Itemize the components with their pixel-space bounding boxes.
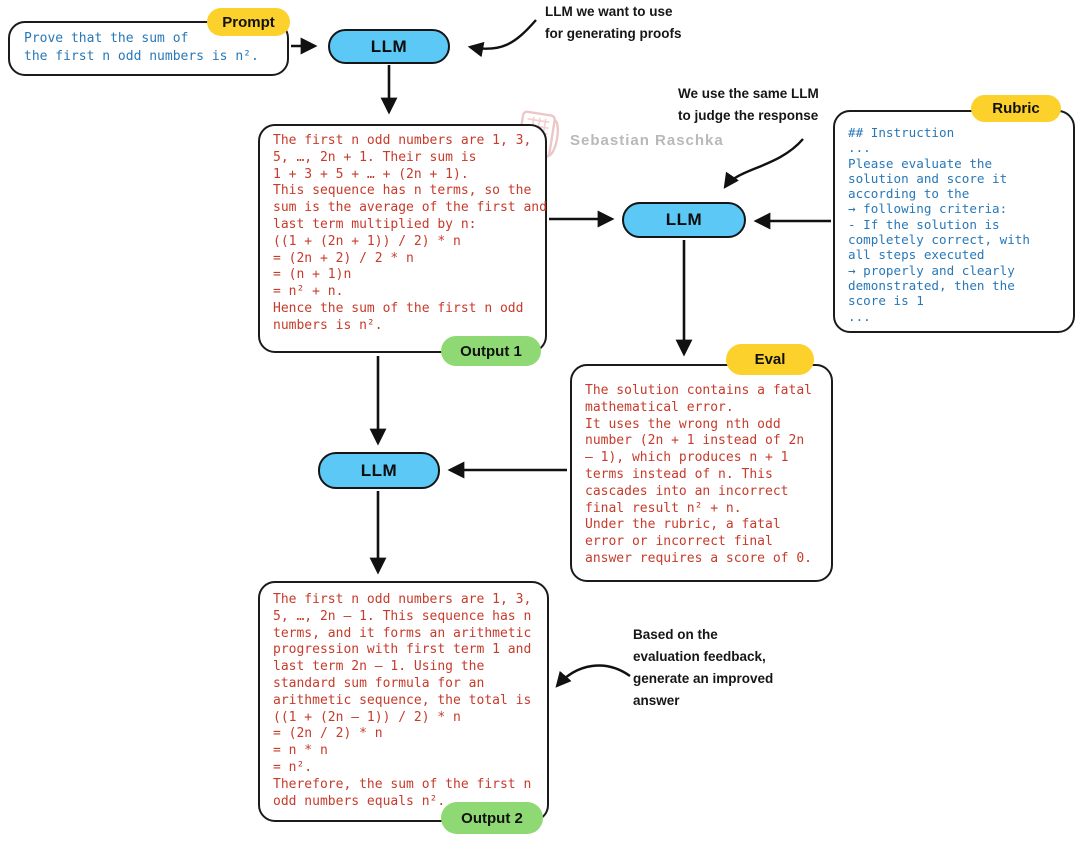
output1-text: The first n odd numbers are 1, 3, 5, …, … (273, 133, 547, 333)
output1-box: The first n odd numbers are 1, 3, 5, …, … (258, 124, 547, 353)
arrow-annotation-to-judge-llm (723, 138, 804, 189)
annotation-refine: Based on the evaluation feedback, genera… (633, 627, 774, 708)
output1-badge: Output 1 (441, 336, 541, 366)
rubric-box: ## Instruction ... Please evaluate the s… (833, 110, 1075, 333)
output2-text: The first n odd numbers are 1, 3, 5, …, … (273, 592, 532, 809)
annotation-judge: We use the same LLM to judge the respons… (678, 86, 819, 123)
output2-badge: Output 2 (441, 802, 543, 834)
prompt-badge: Prompt (207, 8, 290, 36)
eval-box: The solution contains a fatal mathematic… (570, 364, 833, 582)
watermark-text: Sebastian Raschka (570, 132, 724, 149)
eval-text: The solution contains a fatal mathematic… (585, 383, 812, 566)
rubric-text: ## Instruction ... Please evaluate the s… (848, 125, 1030, 324)
eval-badge: Eval (726, 344, 814, 375)
rubric-badge: Rubric (971, 95, 1061, 122)
output2-box: The first n odd numbers are 1, 3, 5, …, … (258, 581, 549, 822)
generator-llm-node: LLM (328, 29, 450, 64)
refiner-llm-node: LLM (318, 452, 440, 489)
annotation-generator: LLM we want to use for generating proofs (545, 4, 682, 41)
arrow-annotation-to-output2 (555, 664, 631, 688)
arrow-annotation-to-generator-llm (467, 19, 537, 58)
judge-llm-node: LLM (622, 202, 746, 238)
prompt-text: Prove that the sum of the first n odd nu… (24, 31, 259, 64)
